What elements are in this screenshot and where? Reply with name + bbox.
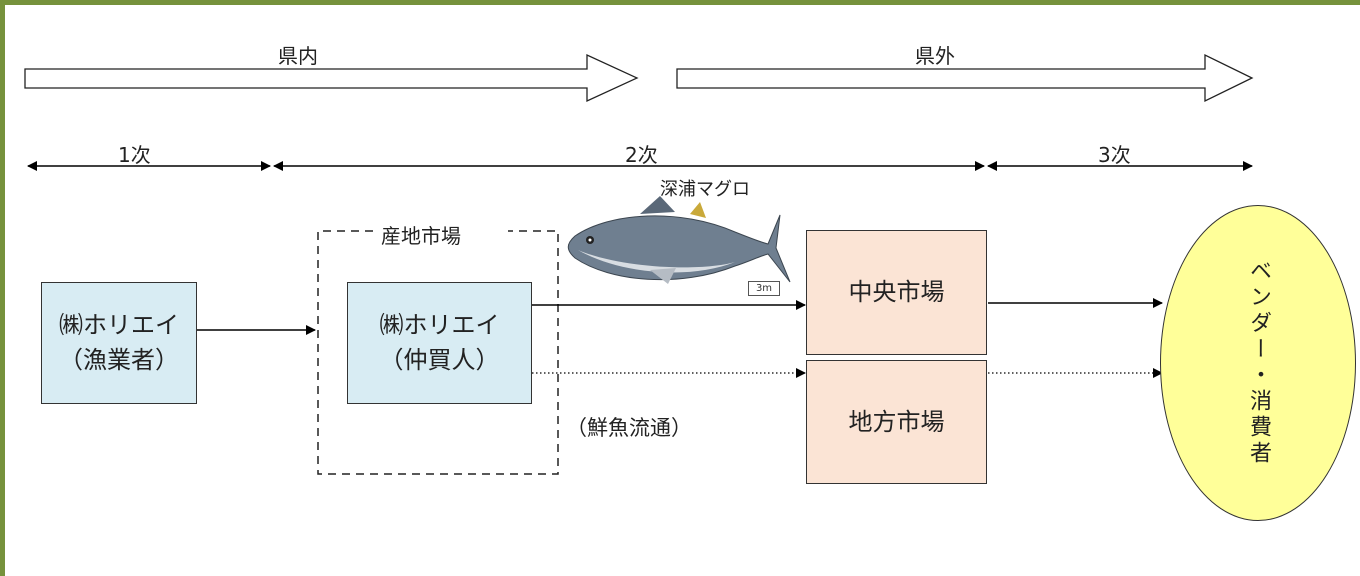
stage-label-primary: 1次 <box>118 143 151 167</box>
node-fisher: ㈱ホリエイ （漁業者） <box>41 282 197 404</box>
region-arrow-inside <box>24 53 639 103</box>
fish-name-label: 深浦マグロ <box>660 179 750 200</box>
fish-scale-label: 3m <box>748 281 780 296</box>
region-label-outside: 県外 <box>915 44 955 68</box>
node-consumer: ベンダー・消費者 <box>1160 205 1356 521</box>
node-local-market-label: 地方市場 <box>848 407 945 436</box>
stage-label-secondary: 2次 <box>625 143 658 167</box>
node-broker-line2: （仲買人） <box>379 346 500 374</box>
node-local-market: 地方市場 <box>806 360 987 484</box>
stage-label-tertiary: 3次 <box>1098 143 1131 167</box>
tuna-illustration <box>567 196 791 284</box>
node-broker: ㈱ホリエイ （仲買人） <box>347 282 532 404</box>
node-fisher-line1: ㈱ホリエイ <box>59 311 179 340</box>
fresh-distribution-label: （鮮魚流通） <box>566 416 692 440</box>
market-area-border <box>317 230 559 475</box>
region-arrow-outside <box>676 53 1254 103</box>
node-broker-line1: ㈱ホリエイ <box>379 311 500 340</box>
market-area-title: 産地市場 <box>377 220 465 249</box>
node-central-market-label: 中央市場 <box>848 278 945 307</box>
node-central-market: 中央市場 <box>806 230 987 355</box>
region-label-inside: 県内 <box>278 44 318 68</box>
node-consumer-label: ベンダー・消費者 <box>1246 259 1271 467</box>
node-fisher-line2: （漁業者） <box>59 346 179 374</box>
